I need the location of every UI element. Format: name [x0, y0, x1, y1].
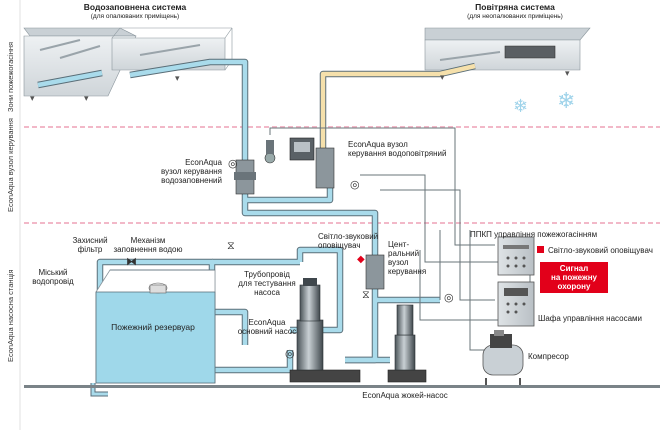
check-valve-icon: ⧓	[126, 256, 137, 268]
snowflake-icon: ❄	[557, 88, 576, 113]
zone-label-protected: Зони пожежогасіння	[6, 41, 15, 112]
compressor-label: Компресор	[528, 352, 569, 361]
dry-system-ceiling	[424, 27, 591, 71]
dry-system-subtitle: (для неопалюваних приміщень)	[467, 13, 563, 20]
fire-reservoir	[90, 269, 216, 397]
wet-system-title: Водозаповнена система	[83, 2, 187, 12]
wet-system-subtitle: (для опалюваних приміщень)	[90, 13, 180, 20]
reservoir-label: Пожежний резервуар	[111, 322, 195, 332]
sprinkler-icon: ▾	[440, 72, 445, 82]
sprinkler-icon: ▾	[30, 93, 35, 103]
compressor	[482, 330, 524, 385]
pressure-gauge-icon: ◎	[228, 158, 238, 170]
wet-valve-station	[234, 140, 276, 195]
zone-label-control: EconAqua вузол керування	[6, 118, 15, 212]
pressure-gauge-icon: ◎	[350, 179, 360, 191]
pump-cabinet-label: Шафа управління насосами	[538, 314, 642, 323]
ppkp-panel	[497, 236, 535, 276]
snowflake-icon: ❄	[513, 96, 529, 116]
ceiling-duct	[504, 45, 556, 59]
pressure-gauge-icon: ◎	[285, 348, 295, 360]
dry-system-title: Повітряна система	[475, 2, 555, 12]
jockey-pump	[387, 304, 427, 383]
dry-valve-station	[289, 137, 335, 189]
air-pipe	[319, 62, 476, 150]
zone-label-pump-station: EconAqua насосна станція	[6, 269, 15, 362]
gate-valve-icon: ⧖	[362, 289, 370, 301]
floor	[24, 385, 660, 388]
strobe-light-icon	[537, 246, 544, 253]
strobe-light-icon: ◆	[357, 254, 365, 265]
jockey-pump-label: EconAqua жокей-насос	[362, 391, 448, 400]
pressure-gauge-icon: ◎	[444, 292, 454, 304]
sprinkler-icon: ▾	[84, 93, 89, 103]
ppkp-label: ППКП управління пожежогасінням	[470, 230, 598, 239]
main-pump	[289, 278, 361, 383]
sprinkler-icon: ▾	[565, 68, 570, 78]
gate-valve-icon: ⧖	[227, 240, 235, 252]
sounder-right-label: Світло-звуковий оповіщувач	[548, 246, 653, 255]
central-valve-station	[365, 254, 385, 290]
sprinkler-icon: ▾	[175, 73, 180, 83]
